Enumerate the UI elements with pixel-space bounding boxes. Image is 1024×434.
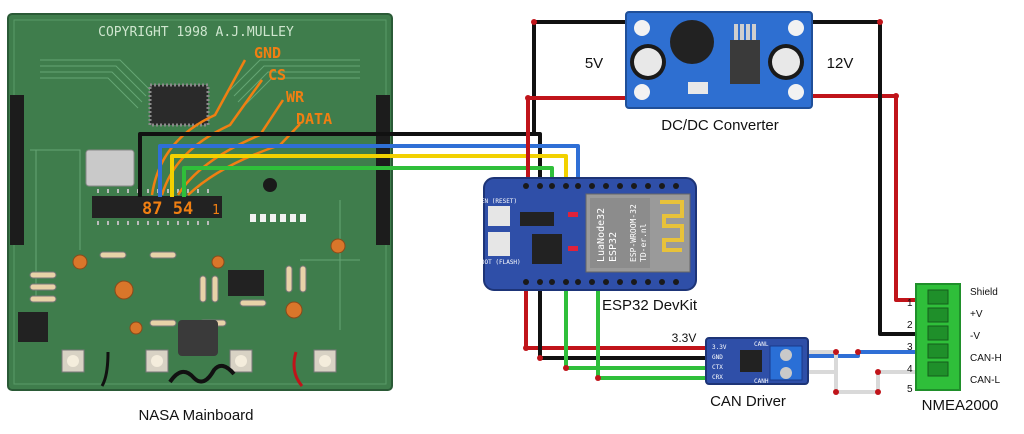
wire-esp-gnd-top — [532, 20, 628, 136]
en-label: EN (RESET) — [481, 198, 517, 205]
can-pin-canl: CANL — [754, 341, 769, 348]
wroom-line-1: ESP-WROOM-32 — [629, 204, 638, 262]
pin-one-label: 1 — [212, 203, 220, 218]
signal-gnd-label: GND — [254, 44, 281, 62]
nasa-mainboard: COPYRIGHT 1998 A.J.MULLEY 87 54 1 — [7, 13, 393, 391]
nmea2000-terminal: 1 2 3 4 5 Shield +V -V CAN-H CAN-L — [907, 283, 1002, 395]
can-pin-crx: CRX — [712, 374, 723, 381]
esp32-caption: ESP32 DevKit — [602, 297, 698, 314]
wire-canl-white — [806, 370, 916, 394]
nmea-label-plus-v: +V — [970, 309, 983, 320]
nmea-pin-num-3: 3 — [907, 342, 913, 353]
module-line-1: LuaNode32 — [596, 208, 607, 262]
nmea-pin-num-4: 4 — [907, 364, 913, 375]
can-driver-caption: CAN Driver — [710, 393, 786, 410]
dcdc-right-voltage: 12V — [827, 55, 854, 72]
can-pin-gnd: GND — [712, 354, 723, 361]
module-line-2: ESP32 — [608, 232, 619, 262]
nmea-pin-num-1: 1 — [907, 298, 913, 309]
dcdc-caption: DC/DC Converter — [661, 117, 779, 134]
can-driver: 3.3V GND CTX CRX CANL CANH — [705, 337, 809, 385]
nasa-mainboard-caption: NASA Mainboard — [138, 407, 253, 424]
can-pin-ctx: CTX — [712, 364, 723, 371]
wire-gnd-right — [810, 20, 916, 336]
wire-blue — [158, 144, 580, 197]
nmea2000-caption: NMEA2000 — [922, 397, 999, 414]
nmea-pin-num-2: 2 — [907, 320, 913, 331]
esp32-top-header — [523, 183, 679, 189]
wire-12v — [810, 94, 916, 302]
boot-flash-button — [488, 232, 510, 256]
dcdc-left-voltage: 5V — [585, 55, 603, 72]
nmea-pin-num-5: 5 — [907, 384, 913, 395]
wroom-line-2: TD-er.nl — [639, 223, 648, 262]
can-pin-canh: CANH — [754, 378, 769, 385]
can-pin-3v3: 3.3V — [712, 344, 727, 351]
nmea-label-shield: Shield — [970, 287, 998, 298]
copyright-text: COPYRIGHT 1998 A.J.MULLEY — [98, 25, 294, 40]
push-buttons — [61, 349, 337, 373]
signal-wr-label: WR — [286, 88, 305, 106]
en-reset-button — [488, 206, 510, 226]
signal-cs-label: CS — [268, 66, 286, 84]
nmea-label-can-l: CAN-L — [970, 375, 1000, 386]
boot-label: BOOT (FLASH) — [477, 259, 520, 266]
nmea-label-can-h: CAN-H — [970, 353, 1002, 364]
signal-data-label: DATA — [296, 110, 332, 128]
pin-number-labels: 87 54 — [142, 199, 193, 219]
esp32-bottom-header — [523, 279, 679, 285]
esp32-devkit: EN (RESET) BOOT (FLASH) LuaNode32 ESP32 … — [477, 177, 697, 291]
can-supply-label: 3.3V — [672, 331, 697, 345]
dcdc-converter — [625, 11, 813, 109]
nmea-label-minus-v: -V — [970, 331, 980, 342]
wire-yellow — [170, 154, 568, 197]
wire-green — [182, 166, 554, 197]
microcontroller-chip — [148, 83, 210, 127]
crystal — [85, 149, 135, 187]
dip-chip — [92, 196, 222, 218]
